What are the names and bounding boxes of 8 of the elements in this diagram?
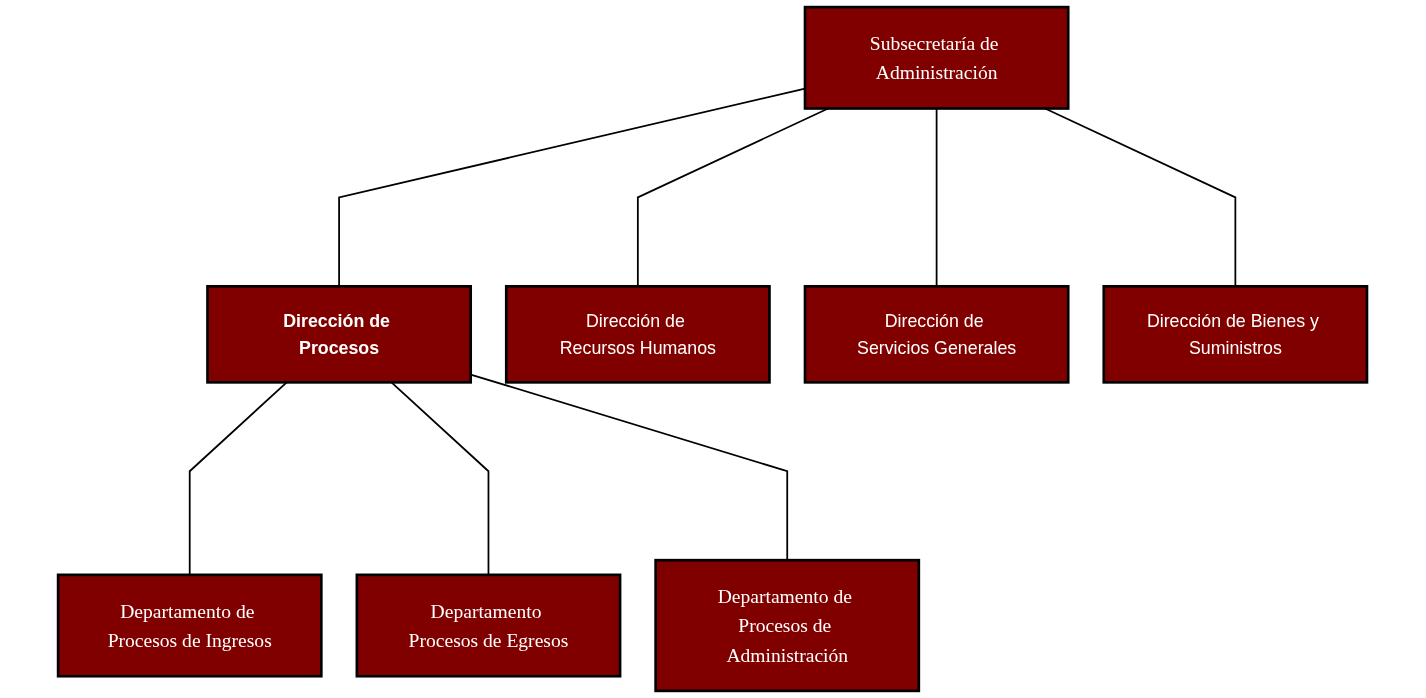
- node-box: Dirección de Recursos Humanos: [505, 284, 772, 384]
- node-box: Departamento de Procesos de Ingresos: [57, 573, 324, 678]
- node-box: Departamento Procesos de Egresos: [356, 573, 622, 678]
- node-box: Departamento de Procesos de Administración: [654, 558, 921, 693]
- node-box: Subsecretaría de Administración: [804, 5, 1070, 110]
- node-box: Dirección de Bienes y Suministros: [1102, 284, 1369, 384]
- node-box: Dirección de Servicios Generales: [804, 284, 1070, 384]
- node-box: Dirección de Procesos: [206, 284, 473, 384]
